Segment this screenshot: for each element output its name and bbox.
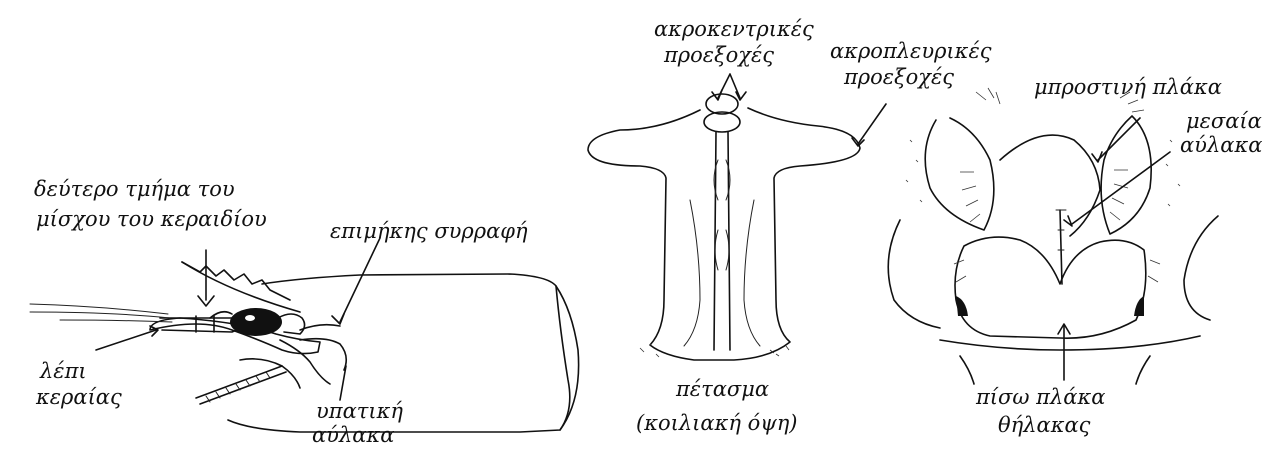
label-acrocentral-line1: ακροκεντρικές	[654, 16, 814, 42]
label-antennal-scale-line1: λέπι	[40, 358, 87, 384]
label-petasma-line1: πέτασμα	[676, 376, 769, 402]
back-plate	[955, 237, 1146, 338]
front-plate	[1000, 135, 1100, 236]
thelycum-view	[888, 88, 1218, 384]
acrocentral-lobe	[706, 94, 738, 114]
label-median-groove-line1: μεσαία	[1186, 108, 1262, 134]
label-longitudinal-suture: επιμήκης συρραφή	[330, 218, 528, 244]
label-acrolateral-line2: προεξοχές	[844, 64, 954, 90]
label-petasma-line2: (κοιλιακή όψη)	[636, 410, 797, 436]
label-back-plate-line1: πίσω πλάκα	[976, 384, 1105, 410]
petasma-outline	[588, 108, 860, 360]
label-antennal-scale-line2: κεραίας	[36, 384, 122, 410]
label-back-plate-line2: θήλακας	[998, 412, 1090, 438]
label-second-segment-line1: δεύτερο τμήμα του	[34, 176, 235, 202]
label-hepatic-groove-line1: υπατική	[316, 398, 403, 424]
thelycum-right-lobe	[1101, 116, 1151, 234]
petasma-ventral-view	[588, 94, 860, 360]
label-acrolateral-line1: ακροπλευρικές	[830, 38, 991, 64]
antennule-filaments	[30, 304, 172, 322]
label-median-groove-line2: αύλακα	[1180, 132, 1262, 158]
mouthparts	[280, 339, 346, 384]
label-acrocentral-line2: προεξοχές	[664, 42, 774, 68]
right-leader-lines	[1058, 118, 1170, 380]
compound-eye	[230, 308, 282, 336]
label-second-segment-line2: μίσχου του κεραιδίου	[36, 206, 267, 232]
thelycum-left-lobe	[925, 118, 994, 230]
median-groove	[1060, 210, 1062, 284]
rostrum	[182, 262, 290, 300]
label-hepatic-groove-line2: αύλακα	[312, 422, 394, 448]
carapace-outline	[228, 274, 579, 432]
thelycum-setae	[954, 88, 1160, 282]
label-front-plate: μπροστινή πλάκα	[1034, 74, 1222, 100]
antenna-flagellum	[196, 366, 286, 404]
